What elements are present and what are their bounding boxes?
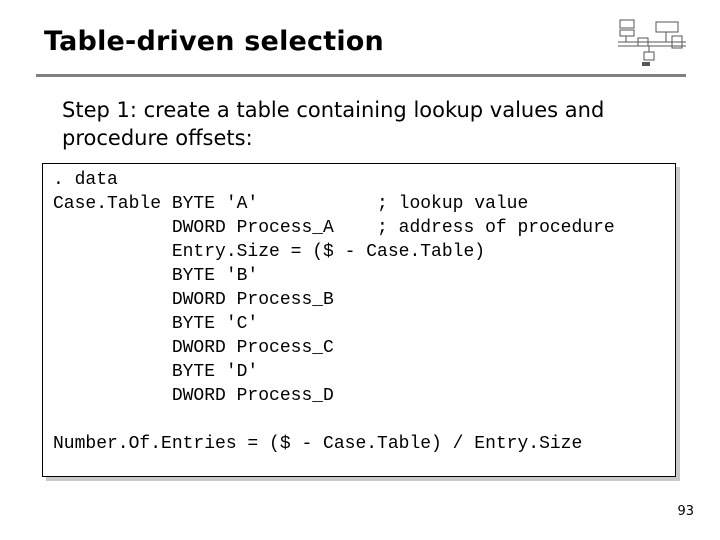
code-line: BYTE 'B' [53,266,259,286]
step-text: Step 1: create a table containing lookup… [62,98,605,150]
code-line: Number.Of.Entries = ($ - Case.Table) / E… [53,434,583,454]
code-line: DWORD Process_A ; address of procedure [53,218,615,238]
code-line: BYTE 'C' [53,314,259,334]
code-line: . data [53,170,118,190]
code-listing: . data Case.Table BYTE 'A' ; lookup valu… [53,168,615,456]
code-line: DWORD Process_B [53,290,334,310]
slide-title: Table-driven selection [44,26,384,57]
computer-architecture-diagram-icon [618,19,686,66]
code-box-shadow-bottom [46,477,680,481]
page-number: 93 [677,504,694,519]
code-line: BYTE 'D' [53,362,259,382]
code-line: Case.Table BYTE 'A' ; lookup value [53,194,529,214]
code-line: Entry.Size = ($ - Case.Table) [53,242,486,262]
code-box-shadow-right [676,167,680,481]
code-box [42,163,676,477]
title-rule [36,74,686,77]
code-line: DWORD Process_C [53,338,334,358]
code-line: DWORD Process_D [53,386,334,406]
